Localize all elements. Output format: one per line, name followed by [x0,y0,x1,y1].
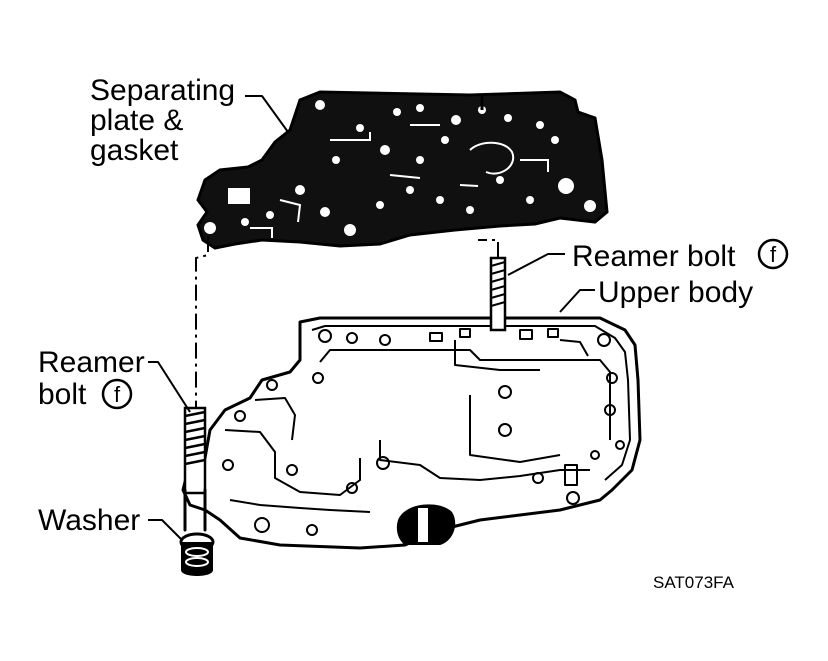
figure-code: SAT073FA [653,573,735,592]
tightening-symbol-right-letter: f [770,242,777,267]
leader-lines [148,95,595,541]
tightening-symbol-left: f [101,378,133,410]
label-reamer-bolt-left-line2: bolt [38,378,87,411]
label-separating-plate-line1: Separating [90,74,235,107]
label-upper-body: Upper body [598,276,753,309]
reamer-bolt-left [183,236,209,532]
label-reamer-bolt-right: Reamer bolt [572,240,736,273]
upper-body [181,316,642,550]
label-washer: Washer [38,504,140,537]
reamer-bolt-right [478,239,507,332]
tightening-symbol-left-letter: f [114,382,121,407]
tightening-symbol-right: f [757,238,789,270]
label-separating-plate-line2: plate & [90,104,183,137]
label-reamer-bolt-left-line1: Reamer [38,346,145,379]
washer-part [179,532,215,576]
label-separating-plate-line3: gasket [90,134,179,167]
separating-plate-gasket [196,90,609,250]
